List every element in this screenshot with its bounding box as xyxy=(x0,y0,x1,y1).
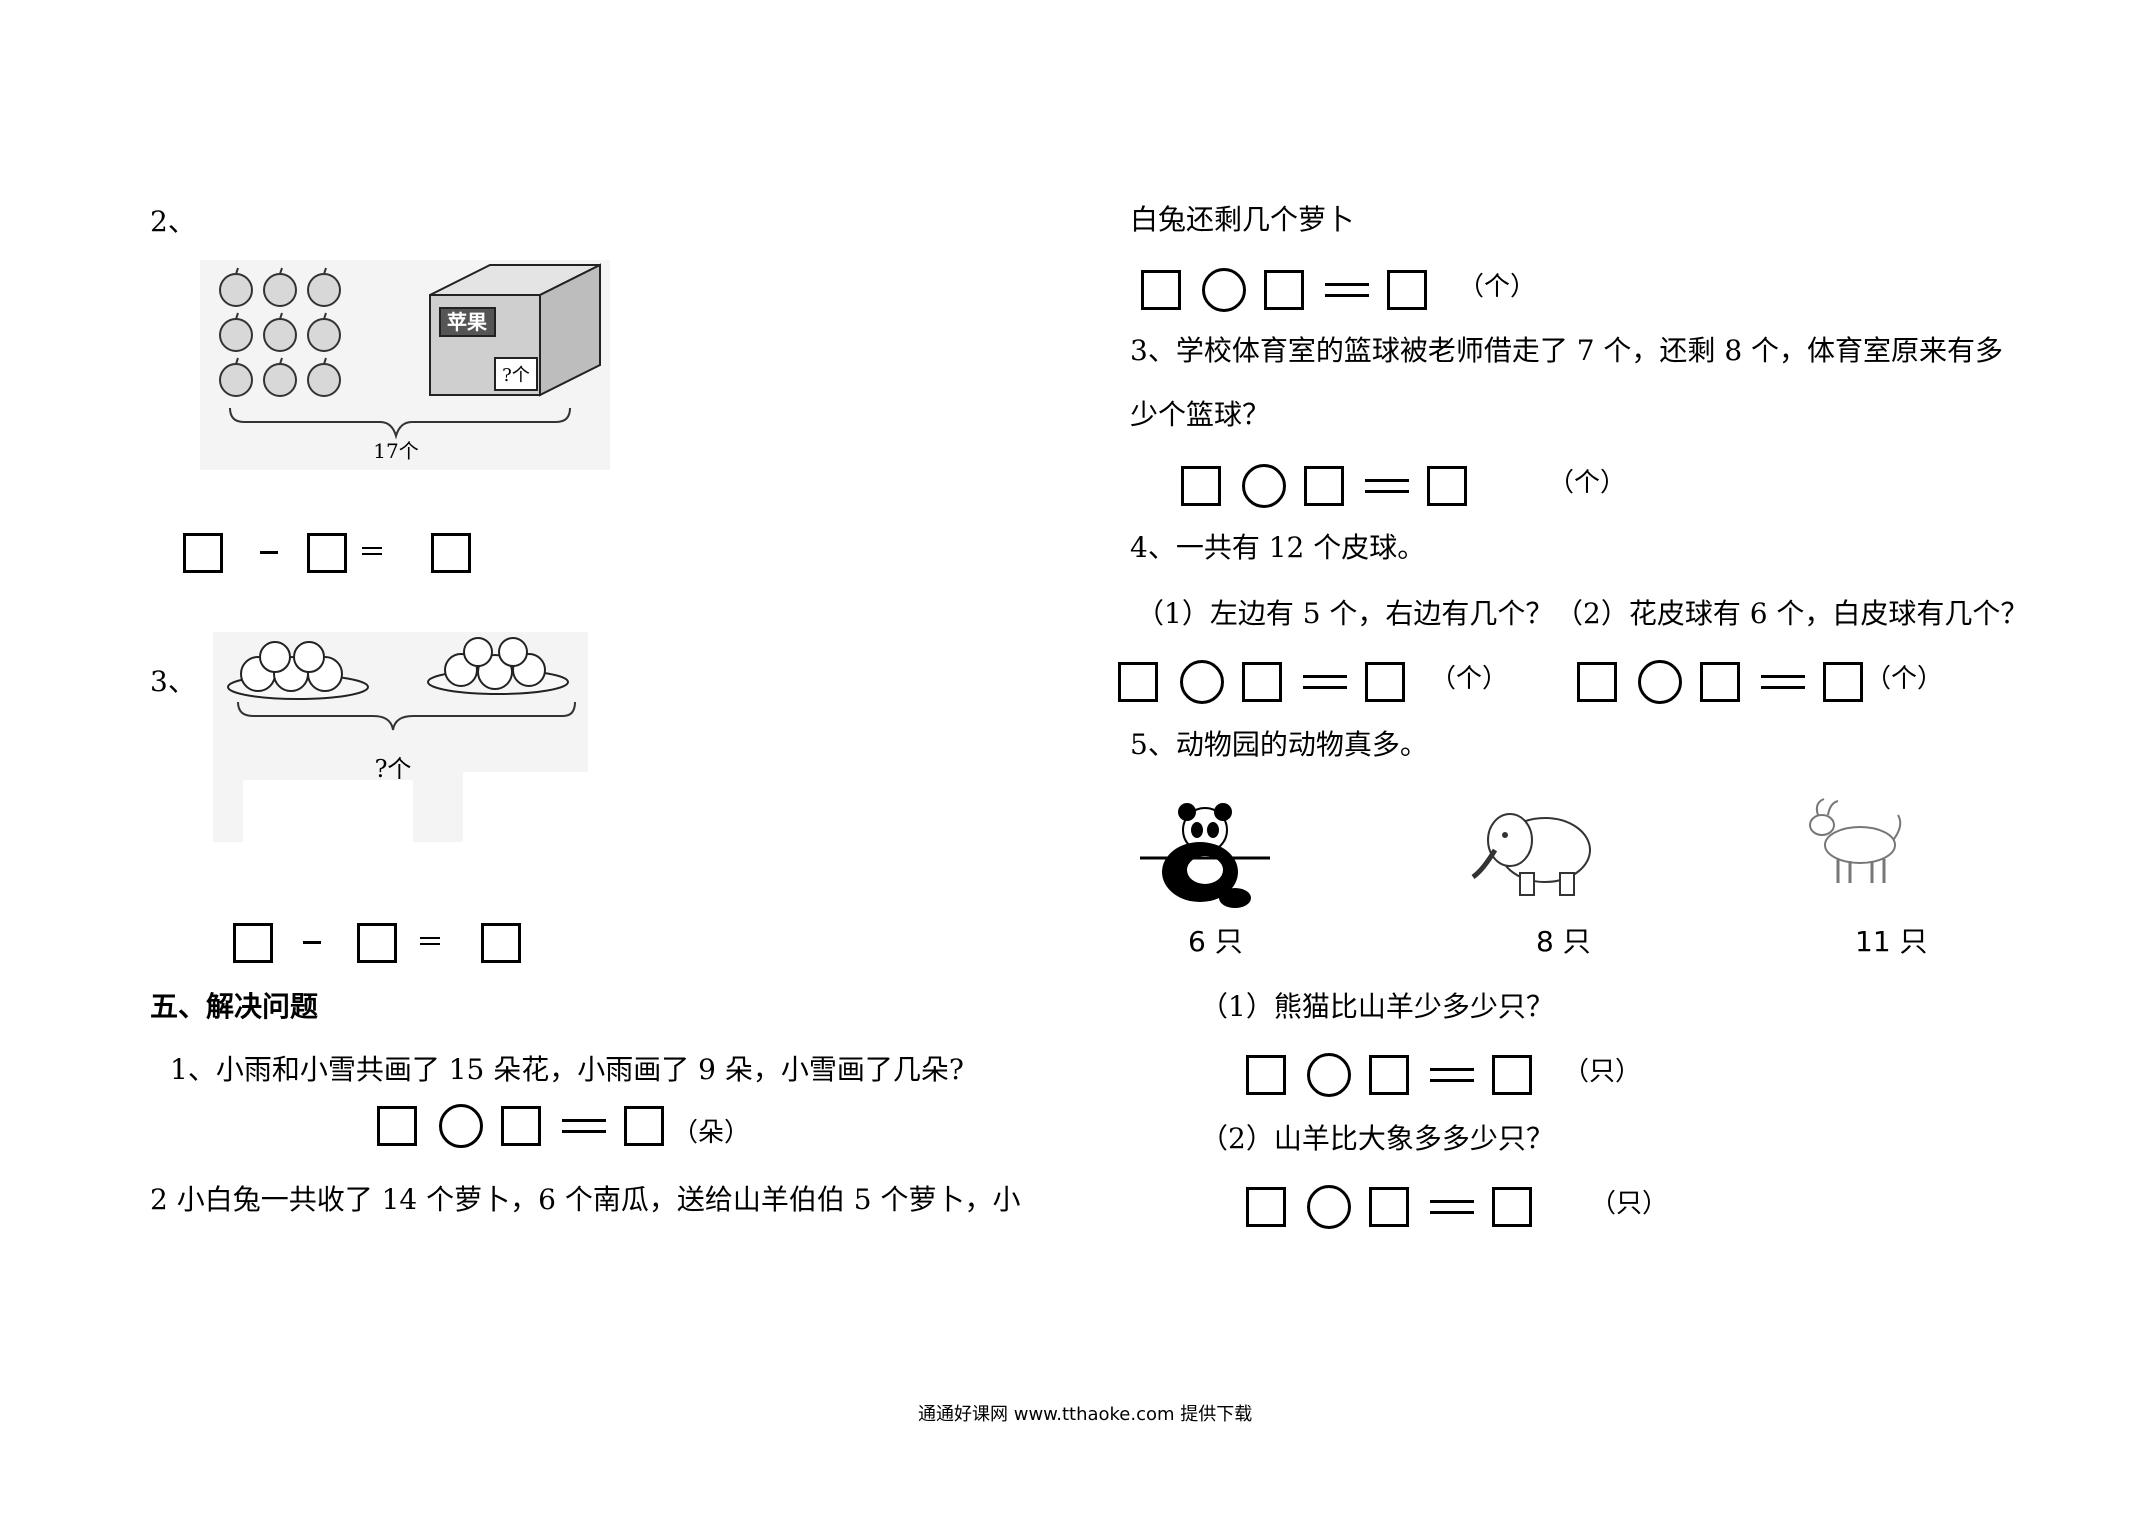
answer-box[interactable] xyxy=(1141,270,1181,310)
operator-circle[interactable] xyxy=(1180,660,1224,704)
plate-of-apples-icon xyxy=(227,641,369,700)
problem-4-sub2: （2）花皮球有 6 个，白皮球有几个？ xyxy=(1555,597,2029,630)
plates-illustration: ?个 xyxy=(213,632,588,842)
operator-circle[interactable] xyxy=(1242,464,1286,508)
elephant-icon xyxy=(1471,813,1591,896)
problem-2-continuation: 白兔还剩几个萝卜 xyxy=(1130,203,1355,236)
operator-circle[interactable] xyxy=(439,1104,483,1148)
problem-3-line1: 3、学校体育室的篮球被老师借走了 7 个，还剩 8 个，体育室原来有多 xyxy=(1130,334,2004,367)
answer-box[interactable] xyxy=(1823,662,1863,702)
answer-box[interactable] xyxy=(1264,270,1304,310)
answer-box[interactable] xyxy=(1492,1187,1532,1227)
answer-box[interactable] xyxy=(1304,466,1344,506)
apple-grid xyxy=(219,273,341,397)
answer-box[interactable] xyxy=(1369,1187,1409,1227)
unit-label: （个） xyxy=(1458,272,1537,302)
minus-sign xyxy=(303,941,321,944)
answer-box[interactable] xyxy=(1427,466,1467,506)
operator-circle[interactable] xyxy=(1307,1185,1351,1229)
answer-box[interactable] xyxy=(501,1106,541,1146)
problem-2-text: 2 小白兔一共收了 14 个萝卜，6 个南瓜，送给山羊伯伯 5 个萝卜，小 xyxy=(150,1183,1021,1216)
answer-box[interactable] xyxy=(1246,1187,1286,1227)
answer-box[interactable] xyxy=(624,1106,664,1146)
q2-label: 2、 xyxy=(150,205,196,238)
answer-box[interactable] xyxy=(1365,662,1405,702)
problem-5-question-1: （1）熊猫比山羊少多少只？ xyxy=(1200,990,1554,1023)
equals-sign xyxy=(1303,675,1347,689)
answer-box[interactable] xyxy=(307,533,347,573)
equals-sign xyxy=(420,937,440,945)
apples-box-illustration: 苹果 ?个 17个 xyxy=(200,260,610,470)
footer-text: 通通好课网 www.tthaoke.com 提供下载 xyxy=(918,1404,1253,1425)
equals-sign xyxy=(1430,1200,1474,1214)
box-quantity: ?个 xyxy=(502,365,530,386)
answer-box[interactable] xyxy=(1246,1055,1286,1095)
unit-label: （个） xyxy=(1548,468,1627,498)
equals-sign xyxy=(562,1119,606,1133)
equals-sign xyxy=(1325,283,1369,297)
box-icon xyxy=(429,263,601,397)
operator-circle[interactable] xyxy=(1307,1053,1351,1097)
unit-label: （只） xyxy=(1590,1189,1669,1219)
answer-box[interactable] xyxy=(183,533,223,573)
unit-label: （个） xyxy=(1865,664,1944,694)
total-label: 17个 xyxy=(373,439,418,463)
equals-sign xyxy=(1430,1068,1474,1082)
unit-label: （个） xyxy=(1430,664,1509,694)
problem-5-question-2: （2）山羊比大象多多少只？ xyxy=(1200,1122,1554,1155)
operator-circle[interactable] xyxy=(1202,268,1246,312)
brace xyxy=(229,407,571,440)
unit-label: （朵） xyxy=(672,1118,751,1148)
brace xyxy=(237,701,576,731)
answer-box[interactable] xyxy=(1181,466,1221,506)
problem-3-line2: 少个篮球？ xyxy=(1130,398,1271,431)
answer-box[interactable] xyxy=(431,533,471,573)
answer-box[interactable] xyxy=(233,923,273,963)
q3-label: 3、 xyxy=(150,665,196,698)
total-label: ?个 xyxy=(375,755,412,783)
minus-sign xyxy=(260,551,278,554)
answer-box[interactable] xyxy=(1492,1055,1532,1095)
section-title: 五、解决问题 xyxy=(150,990,319,1023)
problem-4-sub1: （1）左边有 5 个，右边有几个？ xyxy=(1136,597,1554,630)
problem-5-title: 5、动物园的动物真多。 xyxy=(1130,728,1428,761)
problem-1-text: 1、小雨和小雪共画了 15 朵花，小雨画了 9 朵，小雪画了几朵? xyxy=(170,1053,964,1086)
answer-box[interactable] xyxy=(1577,662,1617,702)
operator-circle[interactable] xyxy=(1638,660,1682,704)
answer-box[interactable] xyxy=(357,923,397,963)
goat-count: 11 只 xyxy=(1855,925,1928,958)
answer-box[interactable] xyxy=(1242,662,1282,702)
problem-4-title: 4、一共有 12 个皮球。 xyxy=(1130,531,1426,564)
equals-sign xyxy=(1761,675,1805,689)
equals-sign xyxy=(362,547,382,555)
elephant-count: 8 只 xyxy=(1536,925,1591,958)
panda-count: 6 只 xyxy=(1188,925,1243,958)
answer-box[interactable] xyxy=(1369,1055,1409,1095)
panda-icon xyxy=(1140,803,1270,908)
answer-box[interactable] xyxy=(1387,270,1427,310)
answer-box[interactable] xyxy=(1700,662,1740,702)
box-label: 苹果 xyxy=(447,310,487,334)
unit-label: （只） xyxy=(1563,1057,1642,1087)
equals-sign xyxy=(1365,479,1409,493)
goat-icon xyxy=(1809,798,1902,883)
answer-box[interactable] xyxy=(377,1106,417,1146)
plate-of-apples-icon xyxy=(427,637,569,695)
answer-box[interactable] xyxy=(481,923,521,963)
answer-box[interactable] xyxy=(1118,662,1158,702)
